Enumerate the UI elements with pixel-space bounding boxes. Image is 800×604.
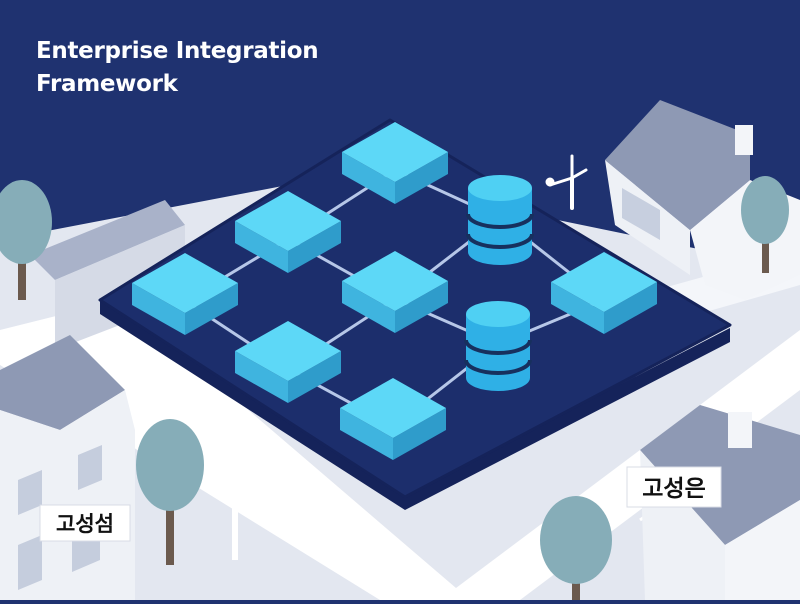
sign-right: 고성은 xyxy=(626,466,722,508)
service-block-icon xyxy=(551,252,657,334)
service-block-icon xyxy=(132,253,238,335)
sign-left: 고성섬 xyxy=(39,504,131,542)
page-title-line-2: Framework xyxy=(36,71,178,97)
node-group xyxy=(132,122,657,460)
service-block-icon xyxy=(235,321,341,403)
page-title-line-1: Enterprise Integration xyxy=(36,38,319,64)
service-block-icon xyxy=(342,122,448,204)
database-icon xyxy=(464,301,532,391)
background-building-left xyxy=(30,200,185,280)
service-block-icon xyxy=(342,251,448,333)
service-block-icon xyxy=(340,378,446,460)
tree-icon xyxy=(0,180,52,300)
house-icon xyxy=(0,335,135,600)
tree-icon xyxy=(741,176,789,273)
tree-icon xyxy=(136,419,204,565)
sign-left-text: 고성섬 xyxy=(56,512,114,536)
platform-side xyxy=(100,300,730,510)
wind-turbine-icon xyxy=(545,154,588,210)
sign-right-text: 고성은 xyxy=(642,476,705,502)
lamp-post xyxy=(232,420,258,560)
database-icon xyxy=(466,175,534,265)
tree-icon xyxy=(540,496,612,600)
road-right xyxy=(440,330,800,600)
service-block-icon xyxy=(235,191,341,273)
